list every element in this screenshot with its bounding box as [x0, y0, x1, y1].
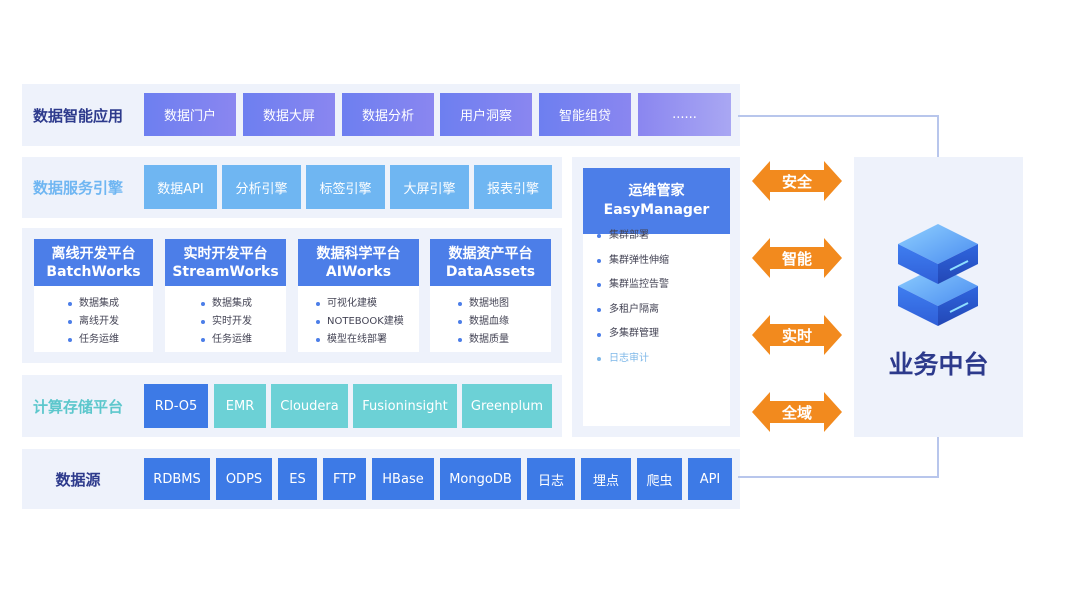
arrow-label: 全域 — [781, 403, 812, 422]
source-item: 日志 — [527, 458, 575, 500]
service-item: 数据API — [144, 165, 217, 209]
row-label-app: 数据智能应用 — [32, 106, 123, 125]
double-arrow-security: 安全 — [752, 161, 842, 201]
list-item: 数据集成 — [34, 295, 153, 313]
double-arrow-fulldomain: 全域 — [752, 392, 842, 432]
platform-card-header: 数据资产平台 DataAssets — [430, 239, 551, 286]
service-item: 分析引擎 — [222, 165, 301, 209]
double-arrow-intelligence: 智能 — [752, 238, 842, 278]
platform-card-streamworks: 实时开发平台 StreamWorks 数据集成 实时开发 任务运维 — [165, 239, 286, 352]
list-item: 多租户隔离 — [583, 298, 730, 323]
list-item: 数据地图 — [430, 295, 551, 313]
connector-line — [738, 115, 939, 117]
platform-card-aiworks: 数据科学平台 AIWorks 可视化建模 NOTEBOOK建模 模型在线部署 — [298, 239, 419, 352]
easymanager-subtitle: EasyManager — [603, 202, 710, 218]
business-platform-label: 业务中台 — [888, 350, 989, 379]
list-item: 日志审计 — [583, 347, 730, 372]
source-item: HBase — [372, 458, 434, 500]
platform-subtitle: StreamWorks — [172, 263, 279, 280]
app-item: 数据分析 — [342, 93, 434, 136]
compute-item: RD-O5 — [144, 384, 208, 428]
platform-title: 实时开发平台 — [183, 245, 268, 262]
compute-item: Fusioninsight — [353, 384, 457, 428]
platform-subtitle: DataAssets — [445, 263, 536, 280]
arrow-label: 安全 — [781, 172, 812, 191]
platform-title: 数据科学平台 — [316, 245, 401, 262]
list-item: 实时开发 — [165, 313, 286, 331]
list-item: 数据集成 — [165, 295, 286, 313]
platform-title: 数据资产平台 — [448, 245, 533, 262]
connector-line — [738, 476, 939, 478]
compute-item: Greenplum — [462, 384, 552, 428]
source-item: MongoDB — [440, 458, 521, 500]
platform-subtitle: AIWorks — [325, 263, 392, 280]
list-item: 数据血缘 — [430, 313, 551, 331]
row-label-service: 数据服务引擎 — [32, 178, 123, 197]
app-item: 用户洞察 — [440, 93, 532, 136]
list-item: 任务运维 — [34, 331, 153, 349]
connector-line — [937, 115, 939, 157]
service-item: 报表引擎 — [474, 165, 552, 209]
source-item: FTP — [323, 458, 366, 500]
list-item: 多集群管理 — [583, 322, 730, 347]
divider — [22, 363, 562, 375]
compute-item: Cloudera — [271, 384, 348, 428]
app-item: 数据门户 — [144, 93, 236, 136]
platform-card-header: 数据科学平台 AIWorks — [298, 239, 419, 286]
easymanager-header: 运维管家 EasyManager — [583, 168, 730, 234]
arrow-label: 智能 — [781, 249, 812, 268]
list-item: 模型在线部署 — [298, 331, 419, 349]
arrow-label: 实时 — [781, 326, 812, 345]
server-stack-icon — [892, 220, 984, 328]
service-item: 标签引擎 — [306, 165, 385, 209]
row-label-compute: 计算存储平台 — [32, 397, 123, 416]
platform-card-header: 实时开发平台 StreamWorks — [165, 239, 286, 286]
app-item: 数据大屏 — [243, 93, 335, 136]
list-item: 可视化建模 — [298, 295, 419, 313]
app-item: ...... — [638, 93, 731, 136]
app-item: 智能组贷 — [539, 93, 631, 136]
list-item: 集群监控告警 — [583, 273, 730, 298]
list-item: 数据质量 — [430, 331, 551, 349]
list-item: 任务运维 — [165, 331, 286, 349]
connector-line — [937, 437, 939, 478]
row-label-source: 数据源 — [55, 470, 101, 489]
platform-subtitle: BatchWorks — [46, 263, 141, 280]
source-item: 爬虫 — [637, 458, 682, 500]
platform-title: 离线开发平台 — [51, 245, 136, 262]
platform-card-dataassets: 数据资产平台 DataAssets 数据地图 数据血缘 数据质量 — [430, 239, 551, 352]
easymanager-title: 运维管家 — [628, 183, 685, 199]
double-arrow-realtime: 实时 — [752, 315, 842, 355]
list-item: 集群部署 — [583, 224, 730, 249]
list-item: 集群弹性伸缩 — [583, 249, 730, 274]
service-item: 大屏引擎 — [390, 165, 469, 209]
source-item: ODPS — [216, 458, 272, 500]
easymanager-card: 运维管家 EasyManager 集群部署 集群弹性伸缩 集群监控告警 多租户隔… — [583, 168, 730, 426]
source-item: ES — [278, 458, 317, 500]
list-item: 离线开发 — [34, 313, 153, 331]
platform-card-batchworks: 离线开发平台 BatchWorks 数据集成 离线开发 任务运维 — [34, 239, 153, 352]
source-item: API — [688, 458, 732, 500]
divider — [22, 218, 562, 228]
source-item: 埋点 — [581, 458, 631, 500]
compute-item: EMR — [214, 384, 266, 428]
list-item: NOTEBOOK建模 — [298, 313, 419, 331]
platform-card-header: 离线开发平台 BatchWorks — [34, 239, 153, 286]
source-item: RDBMS — [144, 458, 210, 500]
